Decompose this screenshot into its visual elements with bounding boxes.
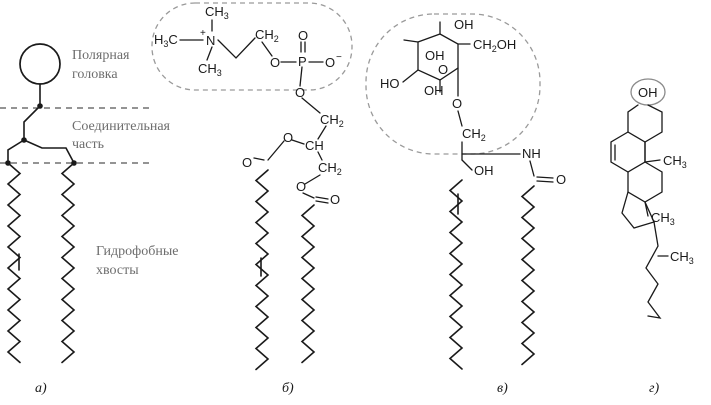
polar-head-circle	[19, 43, 61, 85]
bond-ch2-ch	[317, 125, 327, 140]
bond-amide-o-a	[536, 176, 554, 179]
label-polar-head-line2: головка	[72, 67, 118, 82]
tail-right-saturated	[60, 162, 76, 364]
bond-nh-c	[529, 160, 535, 177]
charge-nitrogen: +	[200, 28, 206, 39]
junction-dot-middle	[21, 137, 27, 143]
label-linker-line1: Соединительная	[72, 119, 171, 134]
panel-label-d: г)	[649, 381, 659, 396]
bond-ring-ho	[402, 69, 419, 83]
atom-nh: NH	[522, 146, 541, 161]
atom-nitrogen: N	[206, 33, 215, 48]
atom-o-phosphate-left: O	[270, 55, 280, 70]
linker-stem	[23, 83, 41, 141]
atom-oh-2: OH	[425, 48, 445, 63]
linker-left-branch	[7, 139, 25, 164]
bond-carbonyl-1	[253, 157, 265, 161]
atom-methyl-left: H3C	[154, 32, 178, 49]
linker-right-branch	[23, 139, 75, 164]
polar-region-outline	[151, 2, 353, 91]
atom-methyl-top: CH3	[205, 4, 229, 21]
bond-ch-o1	[291, 139, 305, 145]
atom-oh-1: OH	[454, 17, 474, 32]
bond-amide-o-b	[536, 180, 554, 183]
label-tails-line2: хвосты	[96, 263, 139, 278]
bond-carbonyl-2b	[315, 200, 329, 204]
atom-o-amide: O	[556, 172, 566, 187]
side-chain	[645, 221, 662, 319]
junction-dot-upper	[37, 103, 43, 109]
bond-o1-c	[267, 140, 285, 161]
bond-o2-c	[302, 192, 315, 199]
bond-n-ch2	[217, 37, 256, 59]
atom-ch3-1: CH3	[663, 153, 687, 170]
atom-ch3-3: CH3	[670, 249, 694, 266]
atom-oh-side: OH	[474, 163, 494, 178]
bond-ring-left-top	[403, 39, 419, 43]
panel-b-phospholipid: H3C CH3 CH3 N + CH2 O P O O − O CH2 CH O…	[151, 2, 353, 396]
atom-o-phosphate-right: O	[325, 55, 335, 70]
atom-ho: HO	[380, 76, 400, 91]
bond-n-ch3-bottom	[206, 46, 213, 61]
atom-ch2-top: CH2	[255, 27, 279, 44]
tail-c-fatty-acid	[520, 185, 536, 366]
bond-ch3-1	[644, 159, 661, 163]
atom-oh-3: OH	[424, 83, 444, 98]
atom-o-ring: O	[438, 62, 448, 77]
label-polar-head-line1: Полярная	[72, 48, 130, 63]
panel-a-schematic: Полярная головка Соединительная часть Ги…	[0, 43, 178, 396]
atom-ch2oh: CH2OH	[473, 37, 516, 54]
panel-label-c: в)	[497, 381, 508, 396]
panel-c-glycolipid: OH OH CH2OH HO OH O O CH2 NH OH O в)	[365, 13, 566, 396]
tail-b-saturated	[300, 204, 316, 364]
label-linker-line2: часть	[72, 137, 104, 152]
tail-c-sphingosine	[448, 179, 464, 370]
panel-d-cholesterol: OH CH3 CH3 CH3 г)	[610, 78, 694, 396]
ring-a	[627, 104, 663, 143]
tail-b-unsaturated	[254, 169, 270, 371]
bond-carbonyl-2a	[315, 196, 329, 200]
ring-d	[621, 191, 655, 229]
atom-o-link: O	[452, 96, 462, 111]
atom-o-carbonyl-1: O	[242, 155, 252, 170]
bond-ch2-o	[261, 41, 273, 57]
atom-o-glycerol: O	[295, 85, 305, 100]
panel-label-a: а)	[35, 381, 47, 396]
panel-label-b: б)	[282, 381, 294, 396]
atom-o-carbonyl-2: O	[330, 192, 340, 207]
bond-ch3-2	[644, 201, 649, 217]
atom-phosphorus: P	[298, 54, 307, 69]
bond-p-o-down	[299, 66, 303, 87]
atom-ch: CH	[305, 138, 324, 153]
atom-o-phosphate-top: O	[298, 28, 308, 43]
label-tails-line1: Гидрофобные	[96, 244, 178, 259]
charge-phosphate: −	[336, 52, 342, 63]
bond-o-ch2	[301, 97, 321, 114]
tail-left-unsaturated	[6, 162, 22, 364]
atom-ch2-c: CH2	[462, 126, 486, 143]
atom-oh-chol: OH	[638, 85, 658, 100]
atom-methyl-bottom: CH3	[198, 61, 222, 78]
bond-ch2-o2	[304, 174, 321, 185]
atom-ch3-2: CH3	[651, 210, 675, 227]
atom-o-ester-1: O	[283, 130, 293, 145]
atom-ch2-glycerol: CH2	[320, 112, 344, 129]
bond-o-ch2-c	[457, 110, 463, 127]
atom-o-ester-2: O	[296, 179, 306, 194]
ring-b	[610, 131, 646, 173]
atom-ch2-lower: CH2	[318, 160, 342, 177]
bond-ch-ch2	[317, 151, 323, 161]
bond-core-oh	[461, 159, 473, 171]
sugar-region-outline	[365, 13, 541, 155]
ring-c	[627, 161, 663, 203]
